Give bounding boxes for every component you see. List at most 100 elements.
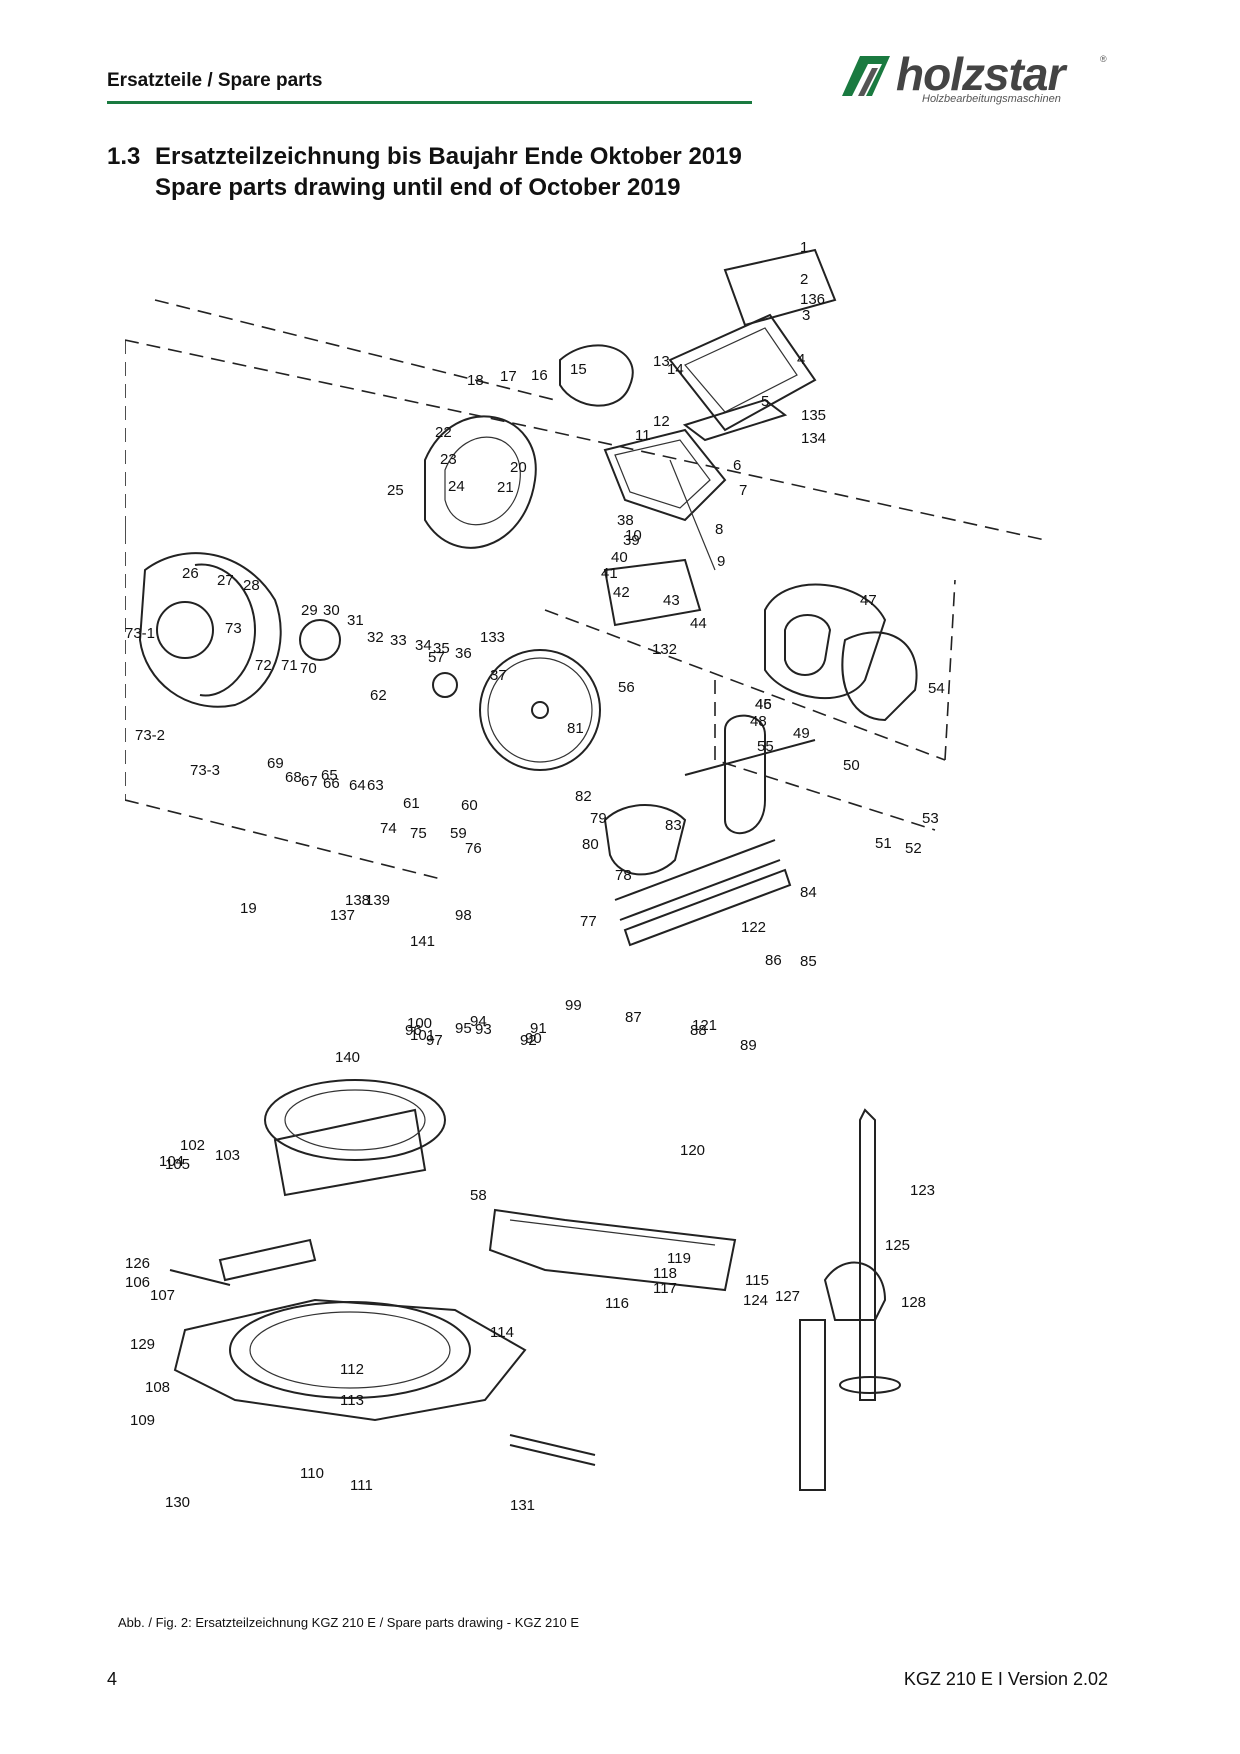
callout-label: 73-2 [135,727,165,744]
header-rule [107,101,752,104]
callout-label: 101 [410,1027,435,1044]
callout-label: 75 [410,825,427,842]
callout-label: 115 [745,1272,769,1289]
callout-label: 27 [217,572,234,589]
callout-label: 38 [617,512,634,529]
callout-label: 140 [335,1049,360,1066]
extension-rods [169,1269,596,1466]
callout-label: 119 [667,1250,691,1267]
callout-label: 43 [663,592,680,609]
callout-label: 114 [490,1324,514,1341]
callout-label: 5 [761,393,769,410]
callout-label: 94 [470,1013,487,1030]
callout-label: 73 [225,620,242,637]
callout-label: 82 [575,788,592,805]
callout-label: 73-3 [190,762,220,779]
callout-label: 73-1 [125,625,155,642]
section-number: 1.3 [107,143,141,170]
clamp-assembly [799,1108,901,1491]
callout-label: 122 [741,919,766,936]
callout-label: 50 [843,757,860,774]
callout-label: 123 [910,1182,935,1199]
callout-label: 97 [426,1032,443,1049]
callout-label: 121 [692,1017,717,1034]
callout-label: 52 [905,840,922,857]
callout-label: 45 [755,696,772,713]
callout-label: 88 [690,1022,707,1039]
callout-label: 69 [267,755,284,772]
handle-assembly [603,248,837,571]
callout-labels: 1 2 3 4 5 6 7 8 9 10 11 12 13 14 15 16 1… [125,240,945,1514]
callout-label: 112 [340,1361,364,1378]
callout-label: 19 [240,900,257,917]
logo-tagline: Holzbearbeitungsmaschinen [922,93,1061,105]
callout-label: 76 [465,840,482,857]
callout-label: 118 [653,1265,677,1282]
callout-label: 139 [365,892,390,909]
document-version: KGZ 210 E I Version 2.02 [903,1669,1108,1689]
callout-label: 42 [613,584,630,601]
callout-label: 28 [243,577,260,594]
motor-housing [424,344,918,722]
callout-label: 30 [323,602,340,619]
callout-label: 108 [145,1379,170,1396]
callout-label: 132 [652,641,677,658]
callout-label: 87 [625,1009,642,1026]
callout-label: 93 [475,1021,492,1038]
callout-label: 131 [510,1497,535,1514]
callout-label: 7 [739,482,747,499]
callout-label: 53 [922,810,939,827]
callout-label: 89 [740,1037,757,1054]
callout-label: 10 [625,527,642,544]
callout-label: 90 [525,1030,542,1047]
turntable-and-base [173,1079,527,1422]
callout-label: 74 [380,820,397,837]
callout-label: 91 [530,1020,547,1037]
callout-label: 6 [733,457,741,474]
callout-label: 65 [321,767,338,784]
callout-label: 92 [520,1032,537,1049]
callout-label: 34 [415,637,432,654]
callout-label: 134 [801,430,826,447]
callout-label: 12 [653,413,670,430]
callout-label: 79 [590,810,607,827]
callout-label: 2 [800,271,808,288]
callout-label: 66 [323,775,340,792]
callout-label: 133 [480,629,505,646]
callout-label: 21 [497,479,514,496]
callout-label: 83 [665,817,682,834]
logo-wordmark: holzstar [896,48,1065,100]
callout-label: 63 [367,777,384,794]
callout-label: 24 [448,478,465,495]
callout-label: 8 [715,521,723,538]
callout-label: 1 [800,240,808,256]
callout-label: 126 [125,1255,150,1272]
callout-label: 57 [428,649,445,666]
callout-label: 41 [601,565,618,582]
callout-label: 105 [165,1156,190,1173]
callout-label: 135 [801,407,826,424]
callout-label: 32 [367,629,384,646]
callout-label: 113 [340,1392,364,1409]
callout-label: 72 [255,657,272,674]
callout-label: 129 [130,1336,155,1353]
callout-label: 58 [470,1187,487,1204]
callout-label: 60 [461,797,478,814]
callout-label: 13 [653,353,670,370]
callout-label: 110 [300,1465,324,1482]
callout-label: 46 [755,696,772,713]
section-heading: 1.3 Ersatzteilzeichnung bis Baujahr Ende … [107,141,742,203]
callout-label: 104 [159,1153,184,1170]
callout-label: 86 [765,952,782,969]
callout-label: 44 [690,615,707,632]
callout-label: 100 [407,1015,432,1032]
callout-label: 35 [433,640,450,657]
callout-label: 141 [410,933,435,950]
callout-label: 102 [180,1137,205,1154]
callout-label: 85 [800,953,817,970]
heading-title-de: Ersatzteilzeichnung bis Baujahr Ende Okt… [155,143,742,170]
callout-label: 128 [901,1294,926,1311]
callout-label: 18 [467,372,484,389]
callout-label: 62 [370,687,387,704]
heading-title-en: Spare parts drawing until end of October… [155,174,681,201]
